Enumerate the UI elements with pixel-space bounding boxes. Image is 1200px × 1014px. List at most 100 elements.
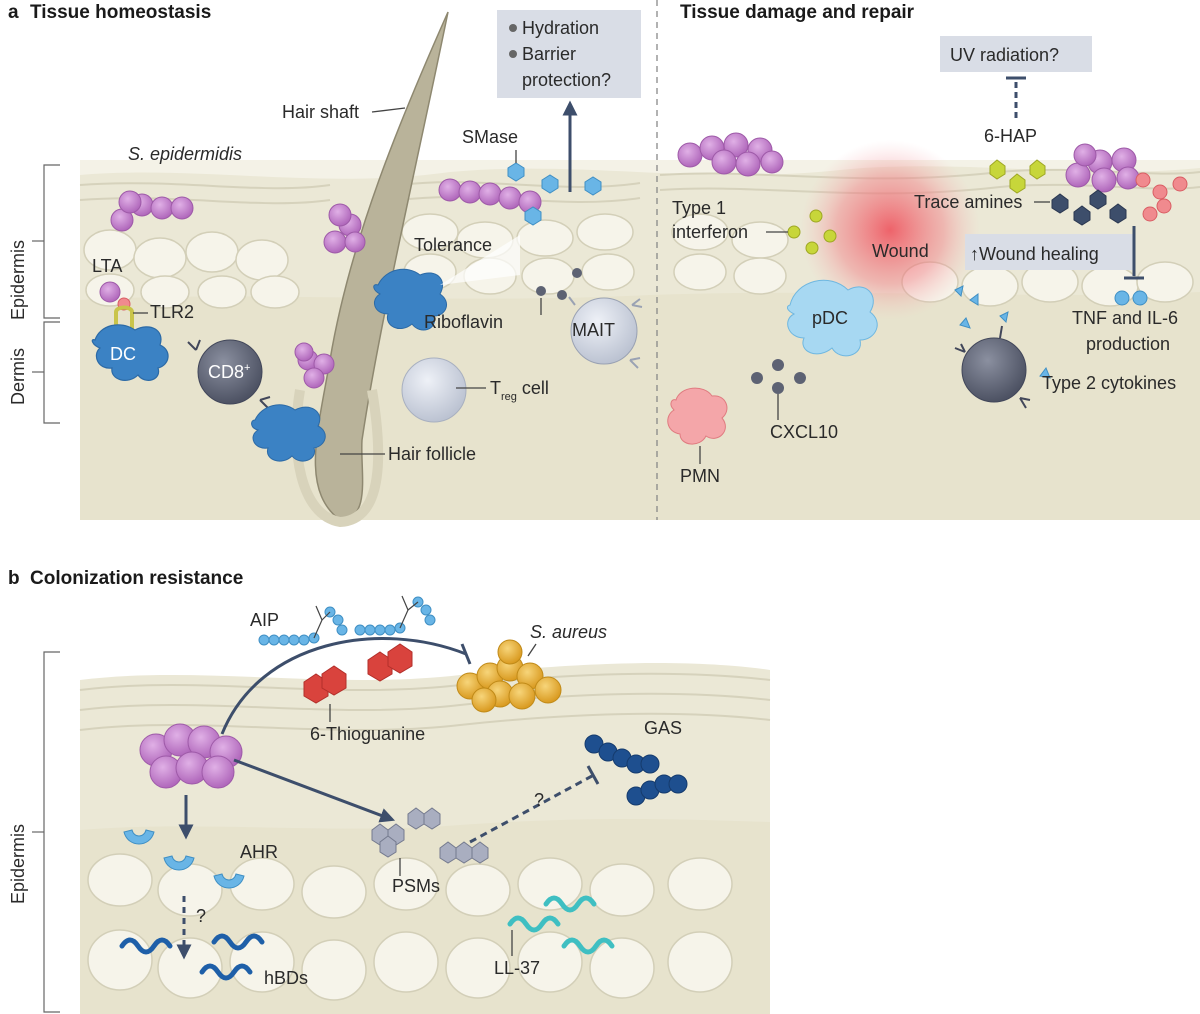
lta-bacterium <box>99 281 121 303</box>
grey-t-cell <box>961 337 1027 403</box>
panel-a: a Tissue homeostasis Tissue damage and r… <box>8 0 1200 528</box>
treg-label: Treg cell <box>490 378 549 403</box>
treg-cell-text: cell <box>517 378 549 398</box>
dc-follicle <box>251 404 326 462</box>
hair-shaft-label: Hair shaft <box>282 102 359 122</box>
thioguanine-molecules <box>303 643 413 704</box>
pdc-label: pDC <box>812 308 848 328</box>
cd8-receptors <box>187 339 271 409</box>
trace-amine-molecules <box>1051 189 1127 226</box>
gas-chains <box>584 734 688 806</box>
cxcl10-label: CXCL10 <box>770 422 838 442</box>
barrier-label-1: Barrier <box>522 44 576 64</box>
psm-molecules <box>371 807 489 864</box>
panel-b-letter: b <box>8 568 20 589</box>
hbd-peptides <box>119 933 265 981</box>
ll37-peptides <box>507 895 615 955</box>
colonization-resistance-title: Colonization resistance <box>30 568 243 589</box>
s-epidermidis-cluster-smase <box>438 178 542 214</box>
six-hap-molecules <box>989 159 1046 194</box>
dermis-layer <box>80 292 1200 520</box>
mait-cell <box>570 297 638 365</box>
dc-label: DC <box>110 344 136 364</box>
aip-label: AIP <box>250 610 279 630</box>
treg-sub: reg <box>501 391 517 403</box>
lta-label: LTA <box>92 256 122 276</box>
dc-tolerance <box>373 268 448 331</box>
cd8-cell <box>197 339 263 405</box>
tnf-molecules <box>1114 290 1148 306</box>
cxcl10-molecules <box>751 359 806 394</box>
s-epidermidis-cluster-follicle <box>323 203 366 254</box>
ll37-label: LL-37 <box>494 958 540 978</box>
axis-epidermis-a: Epidermis <box>8 240 28 320</box>
axis-epidermis-b: Epidermis <box>8 824 28 904</box>
keratinocytes <box>83 213 1194 309</box>
type2-cytokine-molecules <box>954 285 1051 379</box>
pmn-label: PMN <box>680 466 720 486</box>
type1-label-1: Type 1 <box>672 198 726 218</box>
axis-brackets-a <box>32 164 60 424</box>
tissue-homeostasis-title: Tissue homeostasis <box>30 2 211 23</box>
hbds-label: hBDs <box>264 968 308 988</box>
s-aureus-cluster <box>456 639 562 713</box>
wound-healing-label: ↑Wound healing <box>970 244 1099 264</box>
tnf-label-1: TNF and IL-6 <box>1072 308 1178 328</box>
type1-interferon-molecules <box>787 209 837 255</box>
pmn-cell <box>667 387 728 445</box>
tnf-label-2: production <box>1086 334 1170 354</box>
type1-label-2: interferon <box>672 222 748 242</box>
inhibit-s-aureus-arrow <box>220 637 467 735</box>
six-hap-label: 6-HAP <box>984 126 1037 146</box>
pdc-cell <box>786 279 878 357</box>
mait-label: MAIT <box>572 320 615 340</box>
riboflavin-label: Riboflavin <box>424 312 503 332</box>
axis-dermis-a: Dermis <box>8 348 28 405</box>
psms-label: PSMs <box>392 876 440 896</box>
thioguanine-label: 6-Thioguanine <box>310 724 425 744</box>
s-epidermidis-label: S. epidermidis <box>128 144 242 164</box>
barrier-label-2: protection? <box>522 70 611 90</box>
trace-amines-label: Trace amines <box>914 192 1022 212</box>
type2-cytokines-label: Type 2 cytokines <box>1042 373 1176 393</box>
gas-label: GAS <box>644 718 682 738</box>
wound-label: Wound <box>872 241 929 261</box>
s-epidermidis-cluster-6hap <box>1065 143 1140 193</box>
treg-cell <box>401 357 467 423</box>
aip-molecules <box>258 596 436 646</box>
cd8-text: CD8 <box>208 362 244 382</box>
ahr-label: AHR <box>240 842 278 862</box>
cd8-sup: + <box>244 362 250 374</box>
panel-b-cells <box>87 853 733 1001</box>
tolerance-beam <box>440 235 520 285</box>
uv-box <box>940 36 1092 72</box>
cd8-label: CD8+ <box>208 362 250 382</box>
hydration-label: Hydration <box>522 18 599 38</box>
panel-b: b Colonization resistance Epidermis <box>8 568 771 1014</box>
riboflavin-molecules <box>536 268 582 300</box>
axis-bracket-b <box>32 651 60 1013</box>
question-psms-gas: ? <box>534 790 544 810</box>
red-cluster <box>1135 172 1188 222</box>
psms-arrow <box>233 758 396 823</box>
grey-t-cell-receptors <box>954 325 1031 409</box>
hair-follicle-label: Hair follicle <box>388 444 476 464</box>
hydration-box <box>497 10 641 98</box>
panel-a-letter: a <box>8 2 19 23</box>
wound-glow <box>800 140 980 320</box>
s-epidermidis-cluster-1 <box>110 190 194 232</box>
psms-gas-bar <box>586 765 600 785</box>
smase-label: SMase <box>462 127 518 147</box>
inhibit-s-aureus-bar <box>460 643 472 665</box>
s-epidermidis-cluster-right <box>677 132 784 177</box>
ahr-receptors <box>123 829 245 889</box>
treg-t: T <box>490 378 501 398</box>
tolerance-label: Tolerance <box>414 235 492 255</box>
question-ahr-hbds: ? <box>196 906 206 926</box>
tlr2-label: TLR2 <box>150 302 194 322</box>
mait-receptors <box>568 296 643 369</box>
uv-label: UV radiation? <box>950 45 1059 65</box>
wound-healing-box <box>965 234 1133 270</box>
dc-cell <box>91 324 169 381</box>
